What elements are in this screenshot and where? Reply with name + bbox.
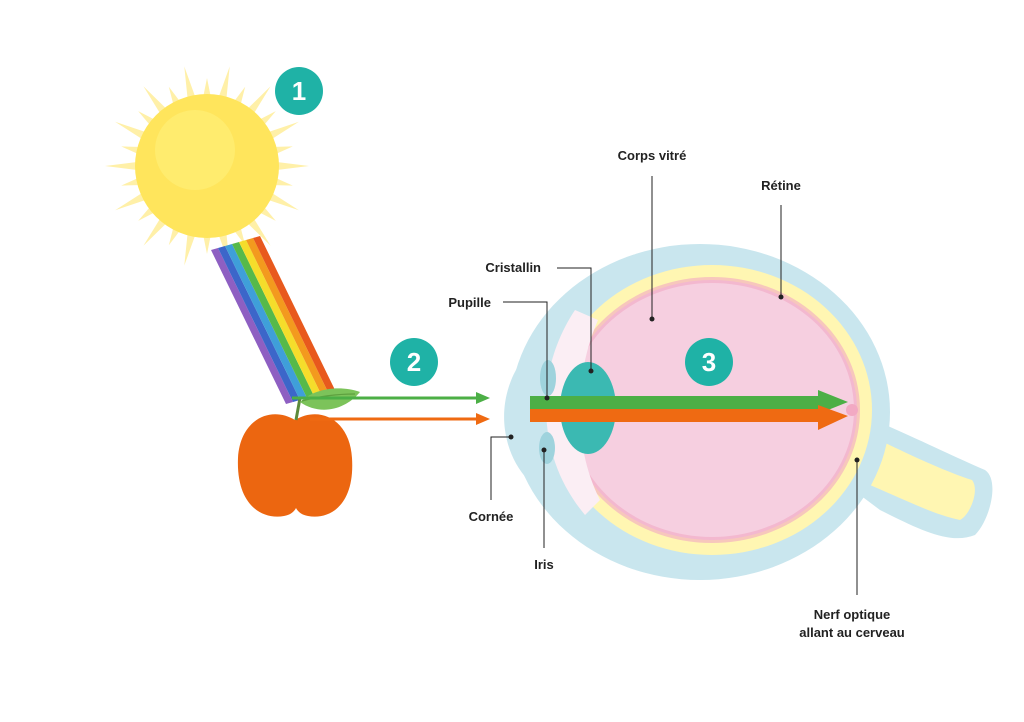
inner-rays bbox=[530, 390, 848, 430]
label-retine: Rétine bbox=[761, 178, 801, 193]
sun bbox=[105, 66, 309, 266]
step-2-badge: 2 bbox=[390, 338, 438, 386]
green-inner-ray bbox=[530, 396, 820, 409]
label-corps-vitre: Corps vitré bbox=[618, 148, 687, 163]
sun-ray bbox=[115, 190, 150, 211]
apple-stem bbox=[294, 397, 302, 421]
orange-inner-arrowhead bbox=[818, 405, 848, 430]
step-3-number: 3 bbox=[702, 347, 716, 377]
sun-ray bbox=[217, 66, 230, 103]
cornea bbox=[504, 330, 585, 505]
step-1-number: 1 bbox=[292, 76, 306, 106]
sun-ray bbox=[264, 190, 299, 211]
iris-upper bbox=[540, 360, 556, 396]
labels: Corps vitré Rétine Cristallin Pupille Co… bbox=[448, 148, 904, 640]
sun-ray bbox=[184, 229, 197, 266]
white-light-beam bbox=[211, 236, 335, 404]
step-1-badge: 1 bbox=[275, 67, 323, 115]
label-nerf-optique-line2: allant au cerveau bbox=[799, 625, 905, 640]
iris-lower bbox=[539, 432, 555, 464]
step-3-badge: 3 bbox=[685, 338, 733, 386]
sun-ray bbox=[272, 161, 309, 171]
sun-ray bbox=[115, 121, 150, 142]
label-nerf-optique-line1: Nerf optique bbox=[814, 607, 891, 622]
label-cristallin: Cristallin bbox=[485, 260, 541, 275]
fovea bbox=[846, 404, 858, 416]
sun-ray bbox=[264, 121, 299, 142]
orange-inner-ray bbox=[530, 409, 820, 422]
green-ray-arrowhead bbox=[476, 392, 490, 404]
label-cornee: Cornée bbox=[469, 509, 514, 524]
apple bbox=[237, 388, 360, 517]
label-pupille: Pupille bbox=[448, 295, 491, 310]
step-2-number: 2 bbox=[407, 347, 421, 377]
sun-ray bbox=[184, 66, 197, 103]
leader-lines bbox=[490, 176, 860, 595]
orange-ray-arrowhead bbox=[476, 413, 490, 425]
reflected-rays bbox=[292, 392, 490, 425]
sun-ray bbox=[105, 161, 142, 171]
label-iris: Iris bbox=[534, 557, 554, 572]
